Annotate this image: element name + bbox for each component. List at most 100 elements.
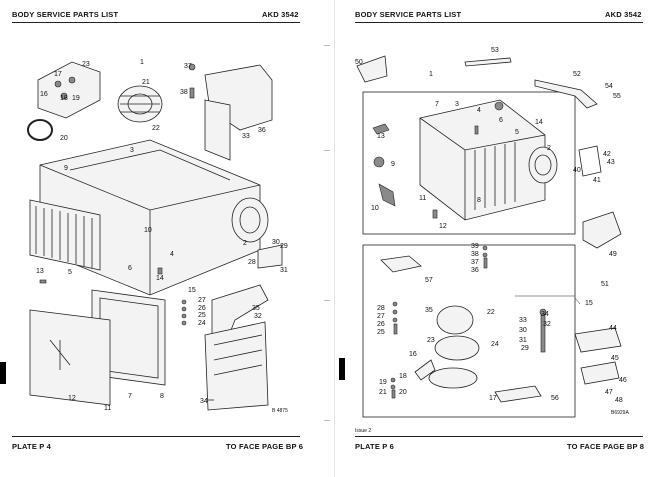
left-exploded-diagram: 1 2 3 4 5 6 7 8 9 10 11 12 13 14 15 16 1… — [27, 59, 288, 414]
callout: 33 — [242, 133, 250, 140]
callout: 18 — [60, 95, 68, 102]
callout: 15 — [188, 287, 196, 294]
callout: 45 — [611, 355, 619, 362]
callout: 48 — [615, 397, 623, 404]
left-drawing-reference: B 4875 — [272, 408, 288, 414]
callout: 17 — [489, 395, 497, 402]
callout: 7 — [435, 101, 439, 108]
callout: 20 — [399, 389, 407, 396]
callout: 28 — [248, 259, 256, 266]
callout: 4 — [477, 107, 481, 114]
callout: 14 — [535, 119, 543, 126]
callout: 27 — [198, 297, 206, 304]
callout: 13 — [36, 268, 44, 275]
callout: 43 — [607, 159, 615, 166]
callout: 1 — [140, 59, 144, 66]
callout: 52 — [573, 71, 581, 78]
callout: 44 — [609, 325, 617, 332]
binding-mark — [324, 150, 330, 151]
callout: 12 — [68, 395, 76, 402]
callout: 19 — [379, 379, 387, 386]
callout: 5 — [515, 129, 519, 136]
callout: 11 — [419, 195, 426, 202]
callout: 15 — [585, 300, 593, 307]
left-header-code: AKD 3542 — [262, 10, 299, 19]
right-footer-face-page: TO FACE PAGE BP 8 — [567, 442, 645, 451]
callout: 29 — [521, 345, 529, 352]
callout: 32 — [543, 321, 551, 328]
callout: 35 — [252, 305, 260, 312]
left-callout-labels: 1 2 3 4 5 6 7 8 9 10 11 12 13 14 15 16 1… — [36, 59, 288, 412]
binding-mark — [324, 420, 330, 421]
callout: 56 — [551, 395, 559, 402]
callout: 54 — [605, 83, 613, 90]
callout: 22 — [487, 309, 495, 316]
callout: 3 — [130, 147, 134, 154]
callout: 9 — [64, 165, 68, 172]
callout: 8 — [477, 197, 481, 204]
callout: 19 — [72, 95, 80, 102]
left-page-edge-tab — [0, 362, 6, 384]
callout: 42 — [603, 151, 611, 158]
callout: 36 — [471, 267, 479, 274]
callout: 23 — [82, 61, 90, 68]
callout: 55 — [613, 93, 621, 100]
callout: 7 — [128, 393, 132, 400]
callout: 38 — [180, 89, 188, 96]
right-drawing-reference: B6929A — [611, 410, 629, 416]
callout: 53 — [491, 47, 499, 54]
callout: 26 — [377, 321, 385, 328]
callout: 12 — [439, 223, 447, 230]
callout: 6 — [128, 265, 132, 272]
callout: 30 — [272, 239, 280, 246]
callout: 16 — [409, 351, 417, 358]
left-page: BODY SERVICE PARTS LIST AKD 3542 PLATE P… — [0, 10, 330, 451]
right-header-code: AKD 3542 — [605, 10, 642, 19]
callout: 50 — [355, 59, 363, 66]
callout: 38 — [471, 251, 479, 258]
left-footer-face-page: TO FACE PAGE BP 6 — [226, 442, 304, 451]
right-footer-rule — [355, 436, 643, 437]
left-footer-plate: PLATE P 4 — [12, 442, 52, 451]
callout: 34 — [541, 311, 549, 318]
callout: 46 — [619, 377, 627, 384]
callout: 24 — [198, 320, 206, 327]
callout: 21 — [142, 79, 150, 86]
callout: 30 — [519, 327, 527, 334]
callout: 6 — [499, 117, 503, 124]
callout: 1 — [429, 71, 433, 78]
callout: 57 — [425, 277, 433, 284]
callout: 8 — [160, 393, 164, 400]
callout: 3 — [455, 101, 459, 108]
callout: 5 — [68, 269, 72, 276]
left-header-rule — [12, 22, 300, 23]
right-footer-plate: PLATE P 6 — [355, 442, 395, 451]
callout: 4 — [170, 251, 174, 258]
right-page-edge-tab — [339, 358, 345, 380]
callout: 25 — [198, 312, 206, 319]
callout: 28 — [377, 305, 385, 312]
callout: 11 — [104, 405, 111, 412]
right-callout-labels: 1 2 3 4 5 6 7 8 9 10 11 12 13 14 15 16 1… — [355, 47, 627, 404]
callout: 33 — [519, 317, 527, 324]
callout: 49 — [609, 251, 617, 258]
callout: 13 — [377, 133, 385, 140]
callout: 39 — [471, 243, 479, 250]
callout: 18 — [399, 373, 407, 380]
callout: 16 — [40, 91, 48, 98]
callout: 9 — [391, 161, 395, 168]
callout: 51 — [601, 281, 609, 288]
callout: 27 — [377, 313, 385, 320]
callout: 2 — [243, 240, 247, 247]
callout: 21 — [379, 389, 387, 396]
callout: 22 — [152, 125, 160, 132]
callout: 20 — [60, 135, 68, 142]
callout: 24 — [491, 341, 499, 348]
left-header-title: BODY SERVICE PARTS LIST — [12, 10, 119, 19]
right-issue-note: Issue 2 — [355, 428, 372, 434]
callout: 32 — [254, 313, 262, 320]
callout: 31 — [280, 267, 288, 274]
left-footer-rule — [12, 436, 300, 437]
callout: 31 — [519, 337, 527, 344]
callout: 34 — [200, 398, 208, 405]
